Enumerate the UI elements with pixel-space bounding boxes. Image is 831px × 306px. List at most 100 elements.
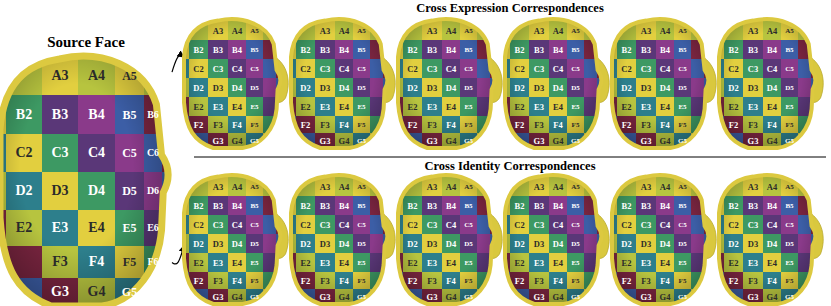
patch-label: B5 — [785, 46, 793, 53]
patch-label: D3 — [320, 83, 330, 92]
patch-label: D5 — [571, 240, 580, 247]
patch-label: D4 — [660, 83, 670, 92]
patch-label: G3 — [320, 292, 331, 301]
patch-label: G3 — [320, 136, 331, 145]
shading — [398, 174, 504, 304]
patch-label: D3 — [427, 239, 437, 248]
patch-label: D2 — [407, 83, 417, 92]
target-face: A3A4A5B2B3B4B5C2C3C4C5D2D3D4D5E2E3E4E5F2… — [505, 18, 611, 148]
patch-label: G3 — [534, 136, 545, 145]
patch-label: A5 — [571, 183, 580, 190]
patch-label: E2 — [16, 221, 32, 235]
patch-label: G4 — [660, 136, 671, 145]
patch-label: C3 — [427, 220, 437, 229]
patch-label: A5 — [122, 70, 137, 82]
patch-label: A5 — [464, 183, 473, 190]
face-mesh — [0, 54, 170, 306]
patch-label: A5 — [250, 183, 259, 190]
mesh-patch — [811, 133, 823, 148]
patch-label: E4 — [553, 258, 563, 267]
patch-label: F4 — [232, 120, 241, 129]
patch-label: F2 — [194, 276, 203, 285]
patch-label: F5 — [251, 121, 259, 128]
patch-label: D2 — [514, 83, 524, 92]
shading — [398, 18, 504, 148]
patch-label: A3 — [51, 69, 68, 83]
patch-label: A3 — [213, 26, 223, 35]
mesh-patch — [704, 289, 716, 304]
patch-label: B5 — [250, 46, 258, 53]
patch-label: C4 — [232, 64, 242, 73]
patch-label: C3 — [320, 64, 330, 73]
patch-label: F3 — [534, 276, 543, 285]
patch-label: G4 — [88, 285, 106, 299]
patch-label: A3 — [320, 182, 330, 191]
mesh-patch — [383, 21, 395, 40]
patch-label: D5 — [250, 84, 259, 91]
patch-label: A5 — [785, 27, 794, 34]
patch-label: E2 — [194, 102, 204, 111]
patch-label: F2 — [622, 120, 631, 129]
patch-label: C2 — [407, 220, 417, 229]
patch-label: G4 — [553, 292, 564, 301]
patch-label: B4 — [767, 201, 777, 210]
patch-label: G4 — [232, 136, 243, 145]
patch-label: E3 — [748, 102, 758, 111]
patch-label: E5 — [785, 259, 793, 266]
target-face: A3A4A5B2B3B4B5C2C3C4C5D2D3D4D5E2E3E4E5F2… — [398, 174, 504, 304]
patch-label: G5 — [785, 137, 794, 144]
mesh-patch — [383, 177, 395, 196]
patch-label: E4 — [339, 258, 349, 267]
patch-label: B5 — [250, 202, 258, 209]
row-title: Cross Identity Correspondences — [194, 159, 826, 174]
patch-label: C4 — [767, 220, 777, 229]
mesh-patch — [0, 56, 6, 95]
patch-label: C3 — [427, 64, 437, 73]
patch-label: E3 — [641, 258, 651, 267]
patch-label: G5 — [464, 137, 473, 144]
patch-label: E5 — [678, 259, 686, 266]
patch-label: G4 — [767, 136, 778, 145]
patch-label: A5 — [571, 27, 580, 34]
patch-label: G4 — [446, 136, 457, 145]
patch-label: F3 — [641, 120, 650, 129]
patch-label: C5 — [785, 65, 794, 72]
patch-label: F5 — [679, 277, 687, 284]
patch-label: E3 — [534, 102, 544, 111]
patch-label: B4 — [88, 108, 104, 122]
mesh-patch — [704, 133, 716, 148]
patch-label: A4 — [553, 26, 563, 35]
patch-label: G4 — [767, 292, 778, 301]
patch-label: D4 — [767, 239, 777, 248]
patch-label: D2 — [621, 239, 631, 248]
patch-label: C4 — [232, 220, 242, 229]
patch-label: B3 — [52, 108, 68, 122]
patch-label: B5 — [571, 46, 579, 53]
patch-label: B3 — [748, 201, 758, 210]
patch-label: G4 — [339, 136, 350, 145]
patch-label: D2 — [728, 239, 738, 248]
patch-label: E5 — [571, 259, 579, 266]
mesh-patch — [811, 196, 823, 215]
patch-label: C4 — [339, 64, 349, 73]
mesh-patch — [490, 177, 502, 196]
mesh-patch — [704, 21, 716, 40]
target-face: A3A4A5B2B3B4B5C2C3C4C5D2D3D4D5E2E3E4E5F2… — [505, 174, 611, 304]
mesh-patch — [291, 133, 296, 148]
patch-label: F3 — [748, 276, 757, 285]
patch-label: A5 — [464, 27, 473, 34]
patch-label: C2 — [193, 220, 203, 229]
patch-label: E3 — [427, 258, 437, 267]
patch-label: D5 — [571, 84, 580, 91]
patch-label: F4 — [553, 120, 562, 129]
face-rim — [719, 175, 815, 304]
patch-label: F5 — [465, 121, 473, 128]
patch-label: D3 — [534, 239, 544, 248]
patch-label: D5 — [357, 240, 366, 247]
patch-label: C4 — [88, 146, 105, 160]
patch-label: E5 — [678, 103, 686, 110]
patch-label: B3 — [641, 201, 651, 210]
patch-label: D5 — [678, 84, 687, 91]
patch-label: C2 — [621, 64, 631, 73]
patch-label: B4 — [232, 201, 242, 210]
